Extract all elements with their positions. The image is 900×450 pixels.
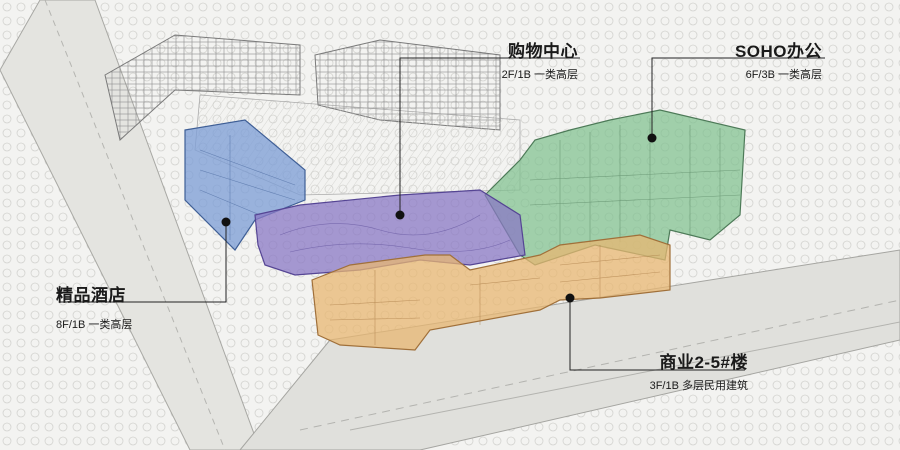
zone-commercial-buildings	[311, 234, 671, 351]
label-boutique-hotel-subtitle: 8F/1B 一类高层	[56, 319, 133, 331]
hotel-facade-lines	[199, 135, 296, 240]
label-shopping-mall-subtitle: 2F/1B 一类高层	[501, 69, 578, 81]
leader-line-commercial	[569, 298, 745, 371]
label-commercial-buildings-subtitle: 3F/1B 多层民用建筑	[649, 380, 748, 392]
highway-edge	[349, 321, 900, 431]
road-centerline	[44, 0, 226, 450]
leader-lines	[60, 57, 825, 371]
marker-dot-mall	[395, 210, 405, 220]
label-commercial-buildings-title: 商业2-5#楼	[659, 353, 748, 372]
label-soho-office: SOHO办公 6F/3B 一类高层	[735, 37, 822, 82]
marker-dot-commercial	[565, 293, 575, 303]
label-boutique-hotel-title: 精品酒店	[56, 286, 126, 305]
label-shopping-mall: 购物中心 2F/1B 一类高层	[502, 37, 578, 82]
commercial-facade-lines	[329, 245, 661, 345]
label-commercial-buildings: 商业2-5#楼 3F/1B 多层民用建筑	[650, 348, 748, 393]
leader-line-soho	[651, 57, 825, 138]
label-soho-office-title: SOHO办公	[734, 42, 822, 61]
label-boutique-hotel: 精品酒店 8F/1B 一类高层	[56, 281, 132, 332]
label-shopping-mall-title: 购物中心	[508, 42, 578, 61]
mall-roof-lines	[279, 214, 511, 253]
residential-block-left	[104, 34, 301, 141]
marker-dot-soho	[647, 133, 657, 143]
marker-dot-hotel	[221, 217, 231, 227]
diagonal-road	[0, 0, 261, 450]
leader-dots	[221, 133, 657, 303]
label-soho-office-subtitle: 6F/3B 一类高层	[745, 69, 822, 81]
highway-lane	[299, 299, 900, 431]
leader-line-mall	[399, 57, 580, 215]
leader-line-hotel	[60, 222, 227, 303]
